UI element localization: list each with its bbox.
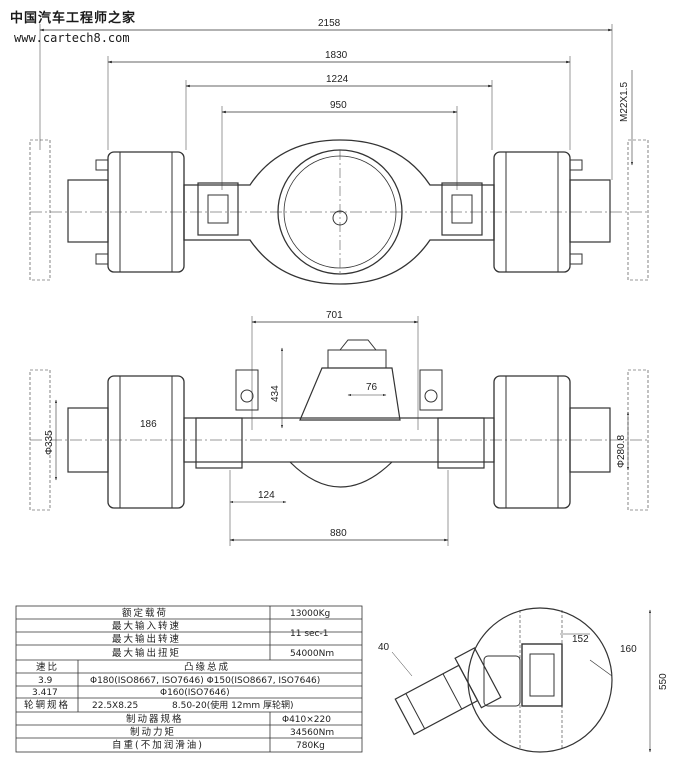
dim-950: 950 [330,100,347,111]
header-ratio: 速比 [36,661,59,673]
label-rated-load: 额定载荷 [122,607,168,619]
dim-550: 550 [658,673,669,690]
middle-view [29,316,650,546]
dim-40: 40 [378,642,390,653]
dim-880: 880 [330,528,347,539]
label-max-output-torque: 最大输出扭矩 [112,647,181,659]
value-max-output-torque: 54000Nm [290,649,334,659]
dim-124: 124 [258,490,275,501]
value-flange-2: Φ160(ISO7646) [160,688,230,698]
dim-1224: 1224 [326,74,349,85]
dim-152: 152 [572,634,589,645]
value-speed: 11 sec-1 [290,629,328,639]
dim-phi280-8: Φ280.8 [616,435,627,468]
dim-m22x1-5: M22X1.5 [619,82,630,122]
top-view [29,24,650,285]
top-view-labels: 2158 1830 1224 950 M22X1.5 [318,18,630,122]
dim-phi335: Φ335 [44,430,55,455]
spec-table [15,605,363,753]
dim-76: 76 [366,382,378,393]
dim-434: 434 [270,385,281,402]
label-brake-spec: 制动器规格 [126,713,184,725]
watermark-url: www.cartech8.com [14,31,130,45]
value-rim-1: 22.5X8.25 [92,701,138,711]
value-ratio-2: 3.417 [32,688,58,698]
side-view-labels: 40 152 160 550 [378,634,669,690]
side-view [391,607,652,753]
value-flange-1: Φ180(ISO8667, ISO7646) Φ150(ISO8667, ISO… [90,676,320,686]
label-max-output-speed: 最大输出转速 [112,633,181,645]
label-weight: 自重(不加润滑油) [112,739,204,751]
watermark-site-name: 中国汽车工程师之家 [10,10,136,26]
header-flange: 凸缘总成 [184,661,230,673]
middle-view-labels: 701 434 76 186 Φ335 Φ280.8 124 880 [44,310,627,539]
dim-2158: 2158 [318,18,341,29]
label-brake-torque: 制动力矩 [130,726,176,738]
value-brake-torque: 34560Nm [290,728,334,738]
dim-160: 160 [620,644,637,655]
dim-701: 701 [326,310,343,321]
dim-1830: 1830 [325,50,348,61]
dim-186: 186 [140,419,157,430]
watermark: 中国汽车工程师之家 www.cartech8.com [10,10,136,45]
label-rim: 轮辋规格 [24,699,70,711]
label-max-input-speed: 最大输入转速 [112,620,181,632]
spec-table-text: 额定载荷 13000Kg 最大输入转速 最大输出转速 11 sec-1 最大输出… [24,607,334,751]
value-brake-spec: Φ410×220 [282,715,331,725]
value-ratio-1: 3.9 [38,676,53,686]
value-rim-2: 8.50-20(使用 12mm 厚轮辋) [172,699,293,711]
value-weight: 780Kg [296,741,325,751]
value-rated-load: 13000Kg [290,609,330,619]
